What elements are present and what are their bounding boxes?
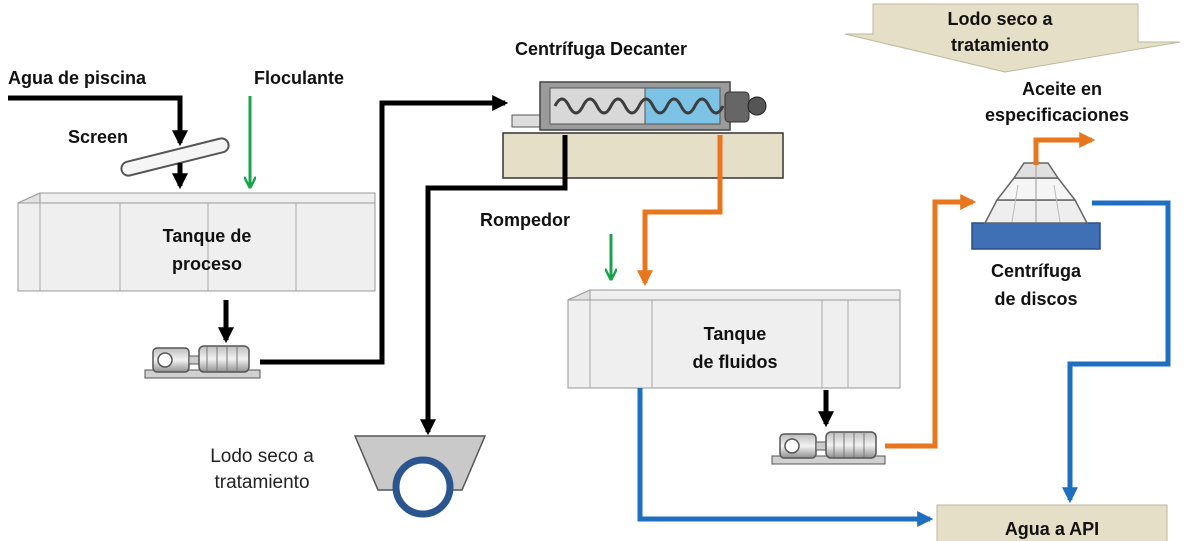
decanter-to-fluidos-line — [636, 135, 723, 287]
agua-piscina-arrow — [8, 95, 189, 147]
decanter-to-lodo-line — [419, 135, 568, 436]
agua-piscina-label: Agua de piscina — [8, 68, 147, 88]
floculante-label: Floculante — [254, 68, 344, 88]
lodo-seco-top-label-2: tratamiento — [951, 35, 1049, 55]
screen-icon — [120, 137, 230, 177]
tanque-fluidos-label-1: Tanque — [704, 324, 767, 344]
agua-api-box: Agua a API — [936, 504, 1168, 541]
centrifuga-discos-label-2: de discos — [994, 289, 1077, 309]
screen-label: Screen — [68, 127, 128, 147]
pump-1-icon — [144, 345, 261, 379]
lodo-seco-bottom-label-2: tratamiento — [214, 472, 309, 493]
pump2-to-discos-line — [885, 193, 977, 449]
lodo-seco-top-label-1: Lodo seco a — [947, 9, 1053, 29]
centrifuga-decanter-icon — [502, 81, 784, 179]
agua-api-label: Agua a API — [1005, 519, 1099, 539]
discos-to-api-line — [1061, 200, 1171, 504]
aceite-label-2: especificaciones — [985, 105, 1129, 125]
pump1-to-decanter-line — [260, 94, 509, 365]
pump-2-icon — [771, 431, 886, 465]
aceite-label-1: Aceite en — [1022, 79, 1102, 99]
fluidos-to-api-line — [637, 388, 934, 528]
lodo-hopper-icon — [353, 435, 487, 518]
lodo-seco-top-box: Lodo seco a tratamiento — [844, 3, 1181, 73]
centrifuga-discos-icon — [971, 162, 1101, 250]
lodo-seco-bottom-label-1: Lodo seco a — [210, 446, 314, 467]
tanque-proceso-label-1: Tanque de — [163, 226, 252, 246]
centrifuga-discos-label-1: Centrífuga — [991, 261, 1082, 281]
centrifuga-decanter-label: Centrífuga Decanter — [515, 39, 687, 59]
rompedor-label: Rompedor — [480, 210, 570, 230]
tanque-fluidos-label-2: de fluidos — [693, 352, 778, 372]
tanque-proceso: Tanque de proceso — [17, 192, 376, 292]
aceite-arrow — [1033, 131, 1096, 165]
tanque-proceso-label-2: proceso — [172, 254, 242, 274]
tanque-fluidos: Tanque de fluidos — [567, 289, 901, 389]
